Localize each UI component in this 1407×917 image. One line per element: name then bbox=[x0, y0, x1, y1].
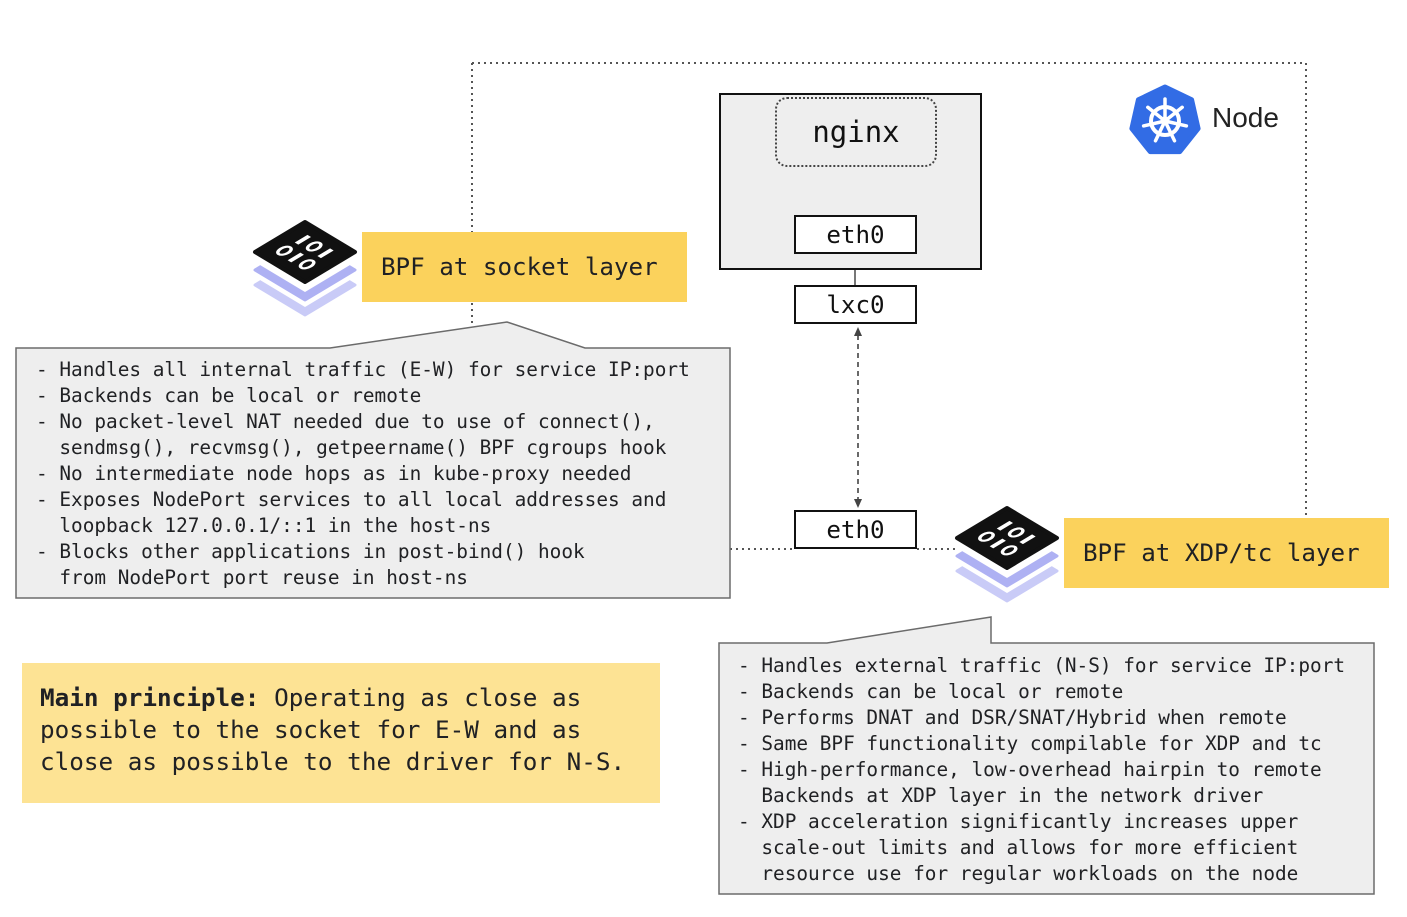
note-item: - Performs DNAT and DSR/SNAT/Hybrid when… bbox=[738, 705, 1374, 731]
note-bullet: - bbox=[36, 410, 48, 433]
socket-layer-title-text: BPF at socket layer bbox=[381, 253, 658, 281]
note-bullet: - bbox=[36, 488, 48, 511]
note-bullet: - bbox=[738, 732, 750, 755]
note-bullet: - bbox=[36, 384, 48, 407]
arrowhead-up bbox=[854, 327, 862, 336]
arrowhead-down bbox=[854, 499, 862, 508]
note-item: - No intermediate node hops as in kube-p… bbox=[36, 461, 730, 487]
note-line: Blocks other applications in post-bind()… bbox=[59, 540, 585, 563]
note-bullet: - bbox=[738, 758, 750, 781]
note-line: High-performance, low-overhead hairpin t… bbox=[761, 758, 1322, 781]
note-lines: Performs DNAT and DSR/SNAT/Hybrid when r… bbox=[761, 705, 1286, 731]
note-item: - Backends can be local or remote bbox=[36, 383, 730, 409]
note-bullet: - bbox=[36, 358, 48, 381]
note-line: sendmsg(), recvmsg(), getpeername() BPF … bbox=[59, 436, 667, 459]
note-lines: Backends can be local or remote bbox=[761, 679, 1123, 705]
note-lines: High-performance, low-overhead hairpin t… bbox=[761, 757, 1321, 809]
pod-eth0-interface: eth0 bbox=[794, 215, 917, 254]
lxc0-label: lxc0 bbox=[826, 290, 885, 319]
note-line: Handles external traffic (N-S) for servi… bbox=[761, 654, 1346, 677]
note-bullet: - bbox=[738, 654, 750, 677]
principle-line: close as possible to the driver for N-S. bbox=[40, 746, 660, 778]
xdp-layer-title: BPF at XDP/tc layer bbox=[1064, 518, 1389, 588]
note-bullet: - bbox=[36, 540, 48, 563]
note-line: Backends at XDP layer in the network dri… bbox=[761, 784, 1264, 807]
main-principle-box: Main principle: Operating as close as po… bbox=[22, 663, 660, 803]
host-eth0-interface: eth0 bbox=[794, 510, 917, 549]
nginx-container: nginx bbox=[775, 97, 937, 167]
note-item: - Handles external traffic (N-S) for ser… bbox=[738, 653, 1374, 679]
principle-text: possible to the socket for E-W and as bbox=[40, 715, 582, 744]
note-lines: No intermediate node hops as in kube-pro… bbox=[59, 461, 631, 487]
note-item: - Same BPF functionality compilable for … bbox=[738, 731, 1374, 757]
socket-layer-callout bbox=[15, 321, 731, 599]
note-line: Performs DNAT and DSR/SNAT/Hybrid when r… bbox=[761, 706, 1287, 729]
socket-layer-notes: - Handles all internal traffic (E-W) for… bbox=[16, 348, 730, 598]
principle-line: Main principle: Operating as close as bbox=[40, 682, 660, 714]
node-boundary bbox=[471, 62, 1307, 550]
note-bullet: - bbox=[738, 706, 750, 729]
note-item: - Blocks other applications in post-bind… bbox=[36, 539, 730, 591]
note-lines: Handles all internal traffic (E-W) for s… bbox=[59, 357, 689, 383]
principle-text: Operating as close as bbox=[274, 683, 582, 712]
note-line: Exposes NodePort services to all local a… bbox=[59, 488, 667, 511]
principle-text: close as possible to the driver for N-S. bbox=[40, 747, 626, 776]
note-item: - Exposes NodePort services to all local… bbox=[36, 487, 730, 539]
note-line: Handles all internal traffic (E-W) for s… bbox=[59, 358, 690, 381]
principle-line: possible to the socket for E-W and as bbox=[40, 714, 660, 746]
note-lines: Blocks other applications in post-bind()… bbox=[59, 539, 584, 591]
kubernetes-icon bbox=[1129, 84, 1201, 155]
note-line: No packet-level NAT needed due to use of… bbox=[59, 410, 655, 433]
socket-layer-title: BPF at socket layer bbox=[362, 232, 687, 302]
note-bullet: - bbox=[36, 462, 48, 485]
note-line: from NodePort port reuse in host-ns bbox=[59, 566, 468, 589]
note-bullet: - bbox=[738, 680, 750, 703]
note-line: resource use for regular workloads on th… bbox=[761, 862, 1299, 885]
note-item: - No packet-level NAT needed due to use … bbox=[36, 409, 730, 461]
note-lines: Exposes NodePort services to all local a… bbox=[59, 487, 666, 539]
note-lines: Handles external traffic (N-S) for servi… bbox=[761, 653, 1345, 679]
note-bullet: - bbox=[738, 810, 750, 833]
note-line: loopback 127.0.0.1/::1 in the host-ns bbox=[59, 514, 492, 537]
note-line: Same BPF functionality compilable for XD… bbox=[761, 732, 1322, 755]
note-lines: XDP acceleration significantly increases… bbox=[761, 809, 1298, 887]
note-item: - Backends can be local or remote bbox=[738, 679, 1374, 705]
host-eth0-label: eth0 bbox=[826, 515, 885, 544]
note-line: No intermediate node hops as in kube-pro… bbox=[59, 462, 632, 485]
note-lines: Backends can be local or remote bbox=[59, 383, 421, 409]
pod-eth0-label: eth0 bbox=[826, 220, 885, 249]
ebpf-icon bbox=[253, 220, 357, 317]
note-item: - Handles all internal traffic (E-W) for… bbox=[36, 357, 730, 383]
xdp-layer-notes: - Handles external traffic (N-S) for ser… bbox=[719, 643, 1374, 894]
note-line: Backends can be local or remote bbox=[59, 384, 422, 407]
note-lines: Same BPF functionality compilable for XD… bbox=[761, 731, 1321, 757]
note-line: scale-out limits and allows for more eff… bbox=[761, 836, 1299, 859]
note-lines: No packet-level NAT needed due to use of… bbox=[59, 409, 666, 461]
note-line: Backends can be local or remote bbox=[761, 680, 1124, 703]
traffic-path-arrow bbox=[854, 327, 862, 508]
principle-label: Main principle: bbox=[40, 683, 260, 712]
note-item: - High-performance, low-overhead hairpin… bbox=[738, 757, 1374, 809]
xdp-layer-callout bbox=[718, 616, 1375, 895]
xdp-layer-title-text: BPF at XDP/tc layer bbox=[1083, 539, 1360, 567]
note-line: XDP acceleration significantly increases… bbox=[761, 810, 1299, 833]
ebpf-icon bbox=[955, 506, 1059, 603]
lxc0-interface: lxc0 bbox=[794, 285, 917, 324]
nginx-label: nginx bbox=[812, 115, 900, 149]
note-item: - XDP acceleration significantly increas… bbox=[738, 809, 1374, 887]
node-label: Node bbox=[1212, 102, 1279, 133]
